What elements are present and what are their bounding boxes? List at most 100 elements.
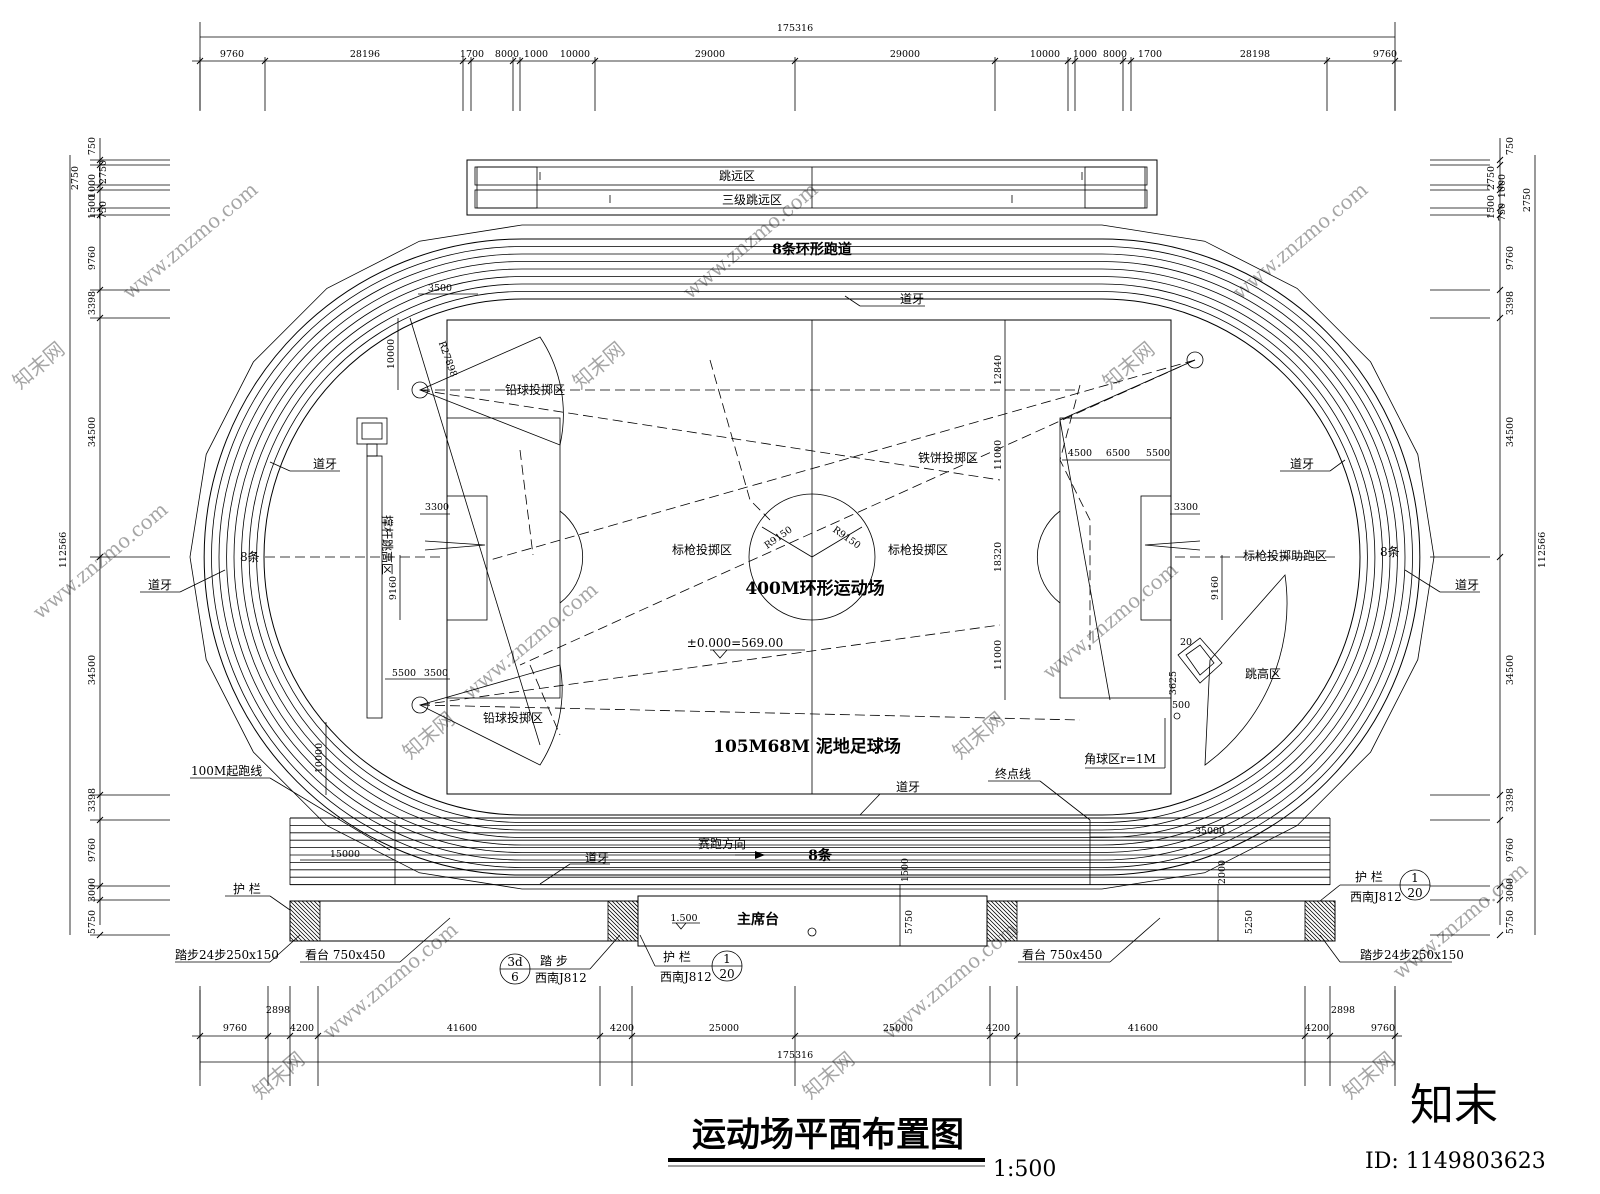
dim-bottom-11: 2898 xyxy=(1331,1005,1355,1016)
dim-2000: 2000 xyxy=(1217,860,1228,884)
stand-hatch-line xyxy=(289,932,299,942)
dim-18320: 18320 xyxy=(993,542,1004,572)
label-steps: 踏 步 xyxy=(540,954,568,968)
straightaway: 赛跑方向 8条 15000 35000 道牙 xyxy=(289,817,1331,886)
label-steps-right: 踏步24步250x150 xyxy=(1360,948,1464,962)
dim-right-7: 9760 xyxy=(1505,246,1516,270)
dim-5500-right: 5500 xyxy=(1146,448,1170,459)
stand-hatch-line xyxy=(607,932,617,942)
dim-left-15: 3000 xyxy=(87,878,98,902)
label-seats-left: 看台 750x450 xyxy=(305,947,385,962)
label-pole-vault: 撑杆跳高区 xyxy=(380,515,395,575)
dim-left-4: 2750 xyxy=(98,160,109,184)
label-track-8-lanes: 8条环形跑道 xyxy=(772,241,852,258)
stand-hatch-line xyxy=(1304,908,1336,940)
dim-tick xyxy=(1496,816,1504,824)
label-400m-stadium: 400M环形运动场 xyxy=(745,578,884,599)
dim-bottom-8: 4200 xyxy=(986,1023,1010,1034)
dim-3625: 3625 xyxy=(1168,671,1179,695)
label-xinan-steps: 西南J812 xyxy=(535,970,587,985)
stand-hatch-line xyxy=(611,900,639,928)
bottom-dimension-chain: 9760 2898 4200 41600 4200 25000 25000 42… xyxy=(192,986,1402,1086)
dim-top-10: 1000 xyxy=(1073,49,1097,60)
dim-left-11: 34500 xyxy=(87,655,98,685)
stand-hatch-line xyxy=(309,900,321,912)
label-guardrail-right: 护 栏 xyxy=(1355,869,1383,884)
label-corner-area: 角球区r=1M xyxy=(1084,752,1156,766)
stand-hatch-line xyxy=(1304,924,1322,942)
dim-tick xyxy=(1496,882,1504,890)
dim-top-2: 28196 xyxy=(350,49,380,60)
dim-bottom-3: 4200 xyxy=(290,1023,314,1034)
dim-top-9: 10000 xyxy=(1030,49,1060,60)
label-100m-start: 100M起跑线 xyxy=(191,764,262,778)
label-8-lanes: 8条 xyxy=(808,847,833,864)
dim-r27898: R27898 xyxy=(436,340,459,379)
label-curb-right: 道牙 xyxy=(1455,578,1479,592)
dim-left-8: 3398 xyxy=(87,291,98,315)
dim-6500: 6500 xyxy=(1106,448,1130,459)
dim-bottom-6: 25000 xyxy=(709,1023,739,1034)
label-curb-top: 道牙 xyxy=(900,292,924,306)
stand-hatch-line xyxy=(1010,900,1018,908)
stand-hatch-line xyxy=(994,900,1018,924)
stand-hatch-line xyxy=(1006,900,1018,912)
dim-overall-bottom: 175316 xyxy=(777,1050,813,1061)
dim-tick xyxy=(1496,186,1504,194)
dim-tick xyxy=(1496,314,1504,322)
dim-11000-top: 11000 xyxy=(993,440,1004,470)
stand-hatch-line xyxy=(289,900,321,932)
stand-hatch-line xyxy=(297,900,321,924)
stand-hatch-line xyxy=(1324,900,1336,912)
stand-hatch-line xyxy=(607,912,637,942)
dim-tick xyxy=(1496,896,1504,904)
stand-hatch-line xyxy=(986,912,1016,942)
dim-right-13: 9760 xyxy=(1505,838,1516,862)
dim-tick xyxy=(1496,204,1504,212)
track-lane-line xyxy=(256,291,1368,823)
label-seats-right: 看台 750x450 xyxy=(1022,947,1102,962)
watermark-logo: 知末 xyxy=(1410,1080,1498,1131)
dim-1500: 1500 xyxy=(900,858,911,882)
label-javelin-left: 标枪投掷区 xyxy=(672,542,732,557)
label-guardrail-left: 护 栏 xyxy=(233,881,261,896)
stand-hatch-line xyxy=(1308,900,1336,928)
stand-hatch-line xyxy=(998,900,1018,920)
label-curb-bottom: 道牙 xyxy=(896,780,920,794)
track-lane-line xyxy=(203,238,1421,876)
stand-hatch-line xyxy=(986,932,996,942)
stand-hatch-line xyxy=(1014,900,1018,904)
dim-top-6: 10000 xyxy=(560,49,590,60)
dim-top-13: 28198 xyxy=(1240,49,1270,60)
dim-3500-top: 3500 xyxy=(428,283,452,294)
dim-left-1: 750 xyxy=(87,137,98,155)
stand-hatch-line xyxy=(986,908,1018,940)
dim-left-13: 3398 xyxy=(87,788,98,812)
dim-tick xyxy=(1496,181,1504,189)
stand-hatch-line xyxy=(607,924,625,942)
dim-10000-top: 10000 xyxy=(386,339,397,369)
dim-left-6: 750 xyxy=(98,201,109,219)
dim-r9150-right: R9150 xyxy=(830,524,862,551)
track-lane-line xyxy=(211,246,1413,868)
stand-hatch-line xyxy=(615,900,639,924)
stand-hatch-line xyxy=(1332,900,1336,904)
label-javelin-runway: 标枪投掷助跑区 xyxy=(1243,548,1327,563)
stand-hatch-line xyxy=(305,900,321,916)
stand-hatch-line xyxy=(986,920,1008,942)
dim-right-5: 1500 xyxy=(1486,195,1497,219)
stand-hatch-line xyxy=(986,900,1018,932)
dim-15000: 15000 xyxy=(330,849,360,860)
watermark-site-7: www.znzmo.com xyxy=(318,917,463,1044)
dim-bottom-5: 4200 xyxy=(610,1023,634,1034)
label-long-jump: 跳远区 xyxy=(719,169,755,183)
dim-left-10: 112566 xyxy=(58,532,69,568)
dim-bottom-9: 41600 xyxy=(1128,1023,1158,1034)
stand-hatch-line xyxy=(289,920,311,942)
right-event-areas: 12840 11000 18320 11000 4500 6500 5500 3… xyxy=(993,320,1288,766)
dim-right-15: 5750 xyxy=(1505,910,1516,934)
stand-hatch-line xyxy=(627,900,639,912)
running-track: 8条环形跑道 8条 8条 xyxy=(189,224,1435,890)
watermark-brand-5: 知末网 xyxy=(948,707,1009,764)
dim-bottom-10: 4200 xyxy=(1305,1023,1329,1034)
